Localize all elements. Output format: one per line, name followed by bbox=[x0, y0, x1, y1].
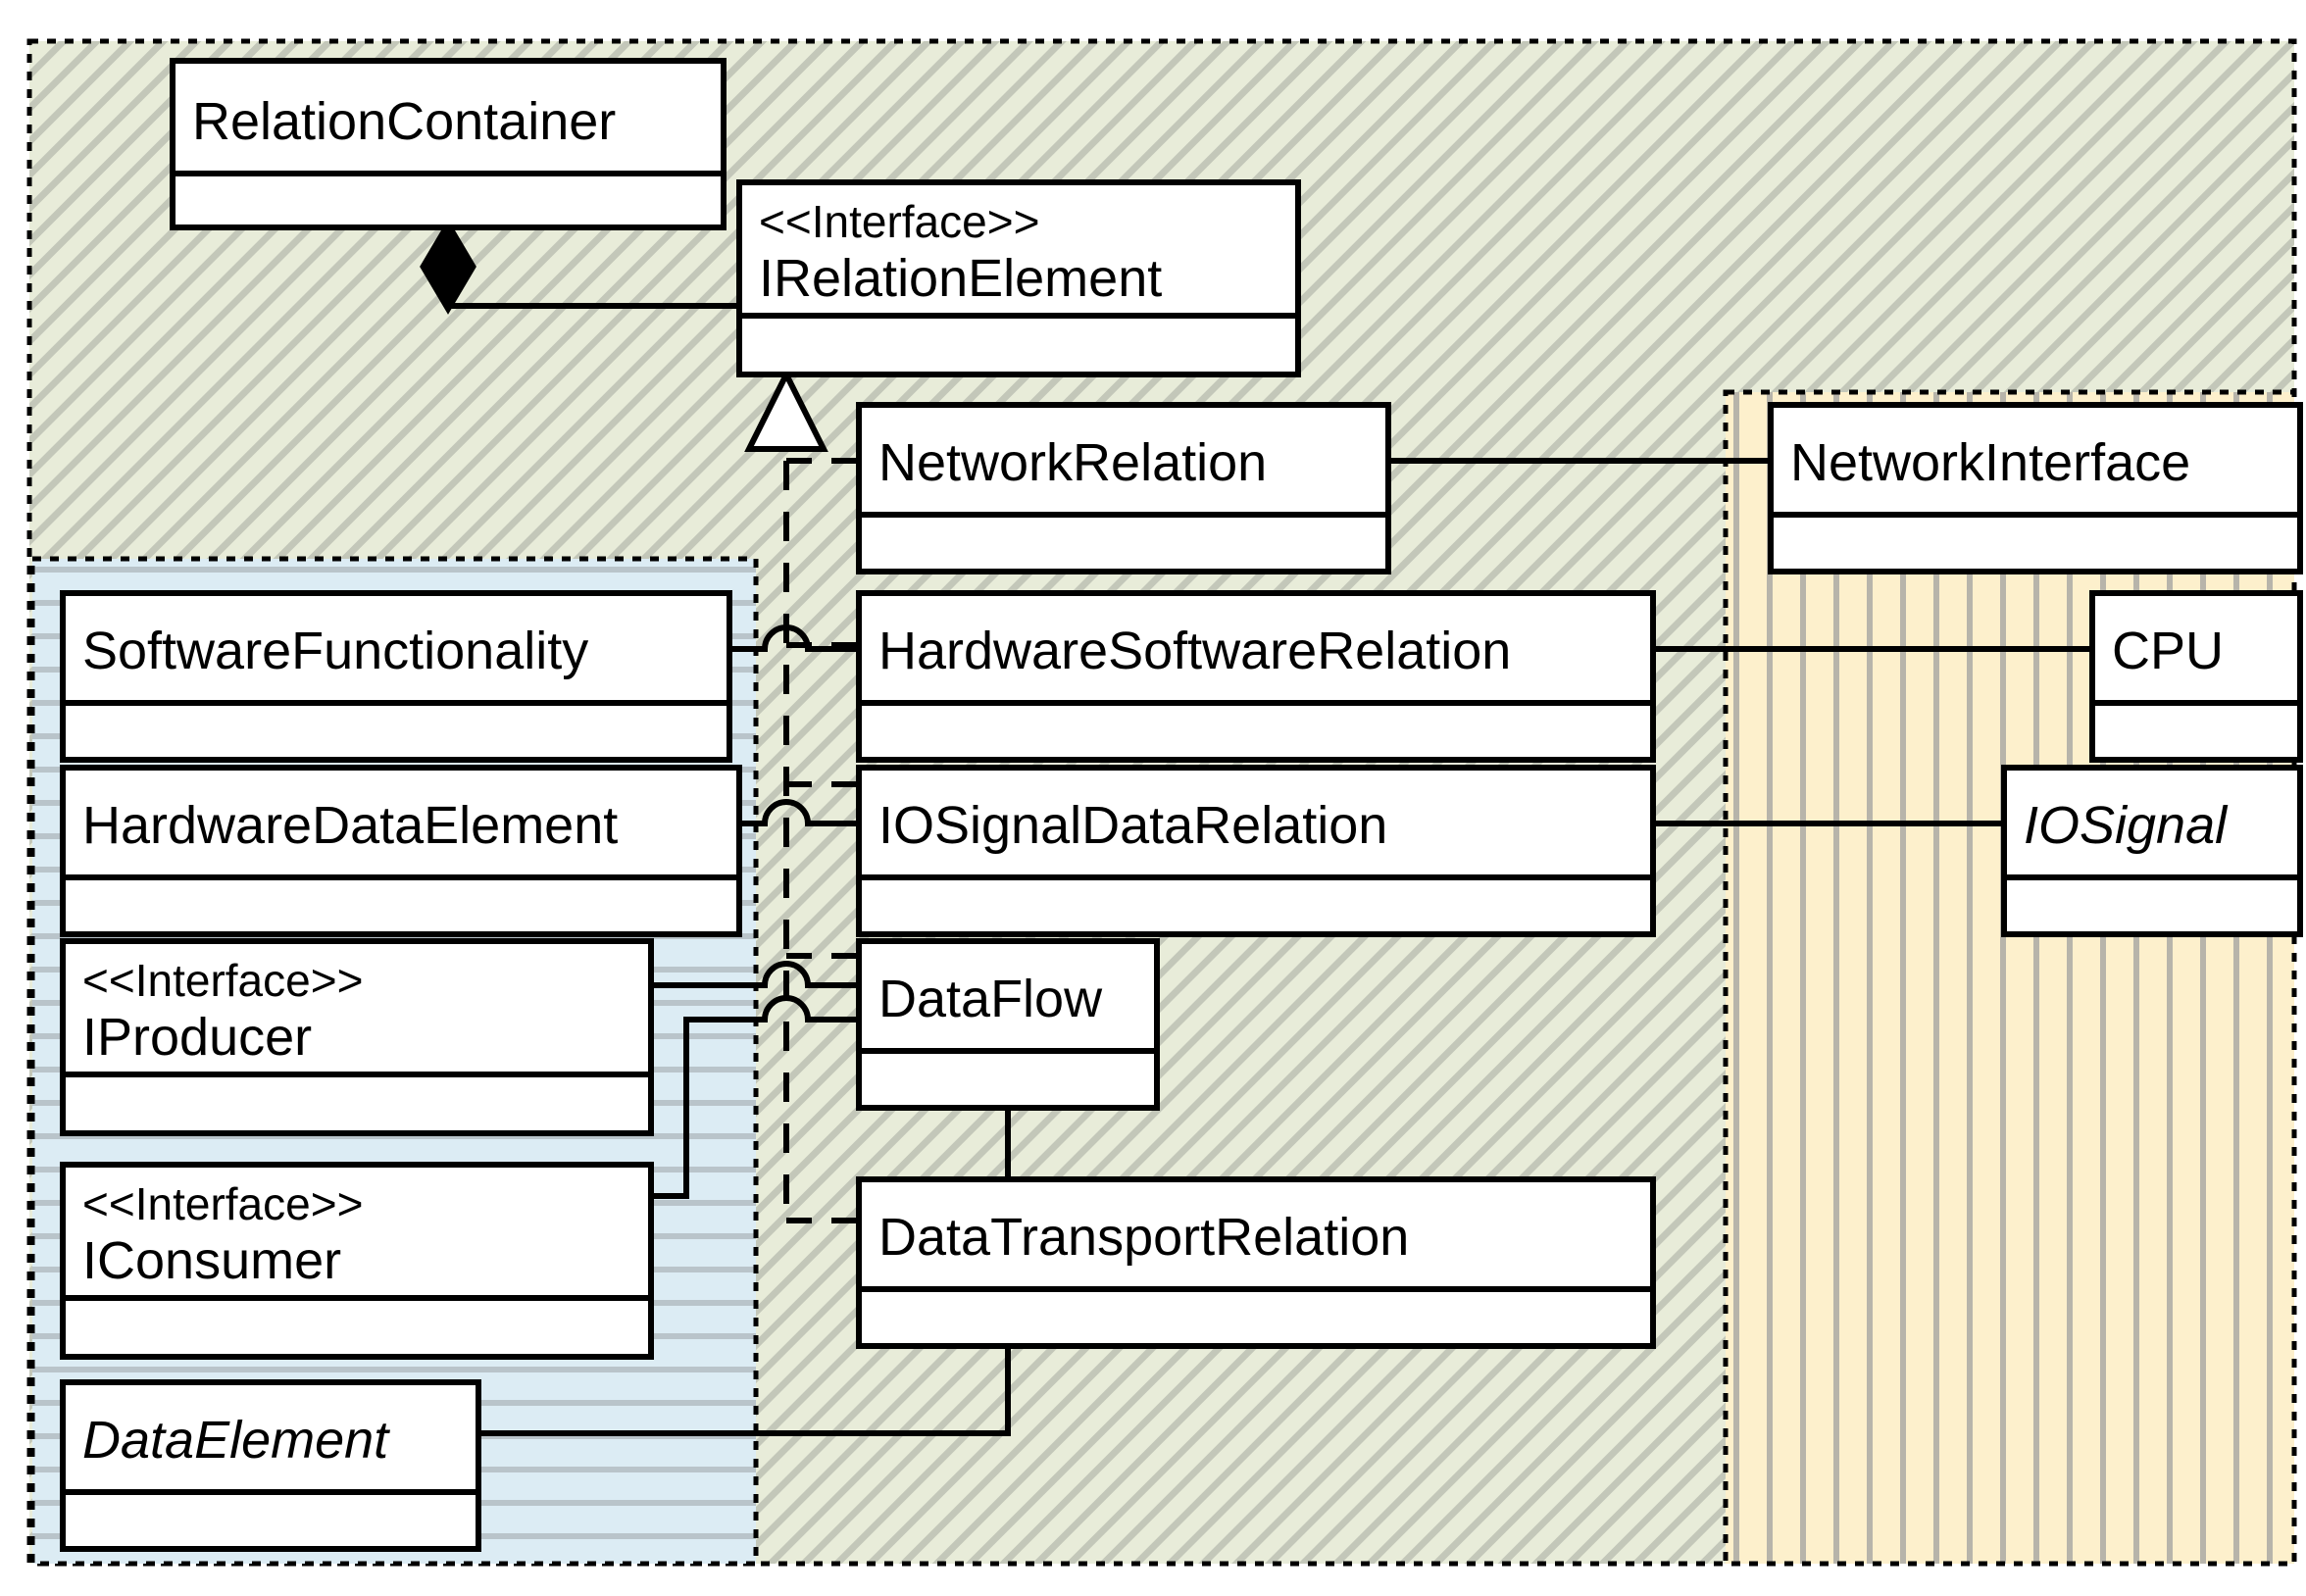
class-box-network-relation[interactable]: NetworkRelation bbox=[856, 402, 1391, 574]
connector-iproducer-data-flow bbox=[651, 961, 859, 988]
class-name-hardware-data-element: HardwareDataElement bbox=[82, 796, 618, 855]
class-box-data-flow[interactable]: DataFlow bbox=[856, 938, 1160, 1111]
class-name-iosignal-data-relation: IOSignalDataRelation bbox=[878, 796, 1387, 855]
class-name-iproducer: IProducer bbox=[82, 1008, 312, 1067]
class-name-network-relation: NetworkRelation bbox=[878, 433, 1267, 492]
class-box-relation-container[interactable]: RelationContainer bbox=[170, 58, 727, 230]
class-name-irelation-element: IRelationElement bbox=[759, 249, 1162, 308]
class-box-irelation-element[interactable]: <<Interface>> IRelationElement bbox=[736, 179, 1301, 377]
connector-software-functionality-hardware-software-relation bbox=[729, 624, 859, 652]
connector-iconsumer-data-flow bbox=[651, 995, 859, 1199]
class-box-software-functionality[interactable]: SoftwareFunctionality bbox=[60, 590, 732, 763]
class-name-data-transport-relation: DataTransportRelation bbox=[878, 1208, 1409, 1267]
region-hardware bbox=[1723, 389, 2297, 1567]
class-box-iosignal[interactable]: IOSignal bbox=[2001, 765, 2303, 937]
class-stereotype-irelation-element: <<Interface>> bbox=[759, 196, 1039, 247]
connector-data-transport-relation-data-element bbox=[478, 1346, 1011, 1436]
class-name-hardware-software-relation: HardwareSoftwareRelation bbox=[878, 622, 1511, 680]
class-stereotype-iproducer: <<Interface>> bbox=[82, 955, 363, 1006]
class-name-network-interface: NetworkInterface bbox=[1790, 433, 2190, 492]
class-box-network-interface[interactable]: NetworkInterface bbox=[1768, 402, 2303, 574]
class-name-iosignal: IOSignal bbox=[2024, 796, 2229, 855]
class-boxes: RelationContainer <<Interface>> IRelatio… bbox=[60, 58, 2303, 1552]
class-box-iconsumer[interactable]: <<Interface>> IConsumer bbox=[60, 1162, 654, 1360]
class-box-iosignal-data-relation[interactable]: IOSignalDataRelation bbox=[856, 765, 1656, 937]
connectors bbox=[420, 219, 2092, 1436]
class-stereotype-iconsumer: <<Interface>> bbox=[82, 1178, 363, 1229]
class-box-data-element[interactable]: DataElement bbox=[60, 1379, 481, 1552]
class-box-iproducer[interactable]: <<Interface>> IProducer bbox=[60, 938, 654, 1136]
class-name-data-element: DataElement bbox=[82, 1411, 390, 1470]
connector-realization-backbone bbox=[744, 368, 859, 1223]
class-name-cpu: CPU bbox=[2112, 622, 2224, 680]
class-box-hardware-data-element[interactable]: HardwareDataElement bbox=[60, 765, 742, 937]
class-name-relation-container: RelationContainer bbox=[192, 92, 616, 151]
connector-composition-container-element bbox=[420, 219, 739, 315]
class-name-software-functionality: SoftwareFunctionality bbox=[82, 622, 588, 680]
connector-hardware-data-element-iosignal-data-relation bbox=[739, 799, 859, 826]
class-name-data-flow: DataFlow bbox=[878, 970, 1103, 1028]
class-name-iconsumer: IConsumer bbox=[82, 1231, 341, 1290]
class-box-hardware-software-relation[interactable]: HardwareSoftwareRelation bbox=[856, 590, 1656, 763]
class-box-data-transport-relation[interactable]: DataTransportRelation bbox=[856, 1176, 1656, 1349]
class-box-cpu[interactable]: CPU bbox=[2089, 590, 2303, 763]
